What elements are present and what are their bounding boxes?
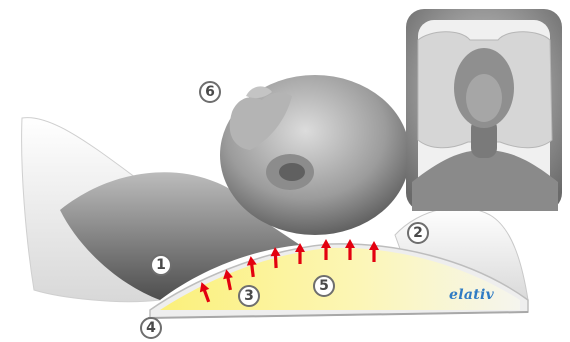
inset-face-highlight [466, 74, 502, 122]
brand-logo: elativ [449, 287, 494, 303]
callout-3: 3 [238, 285, 260, 307]
callout-2: 2 [407, 222, 429, 244]
callout-5: 5 [313, 275, 335, 297]
ear-inner [279, 163, 305, 181]
callout-4: 4 [140, 317, 162, 339]
callout-6: 6 [199, 81, 221, 103]
callout-1: 1 [150, 254, 172, 276]
